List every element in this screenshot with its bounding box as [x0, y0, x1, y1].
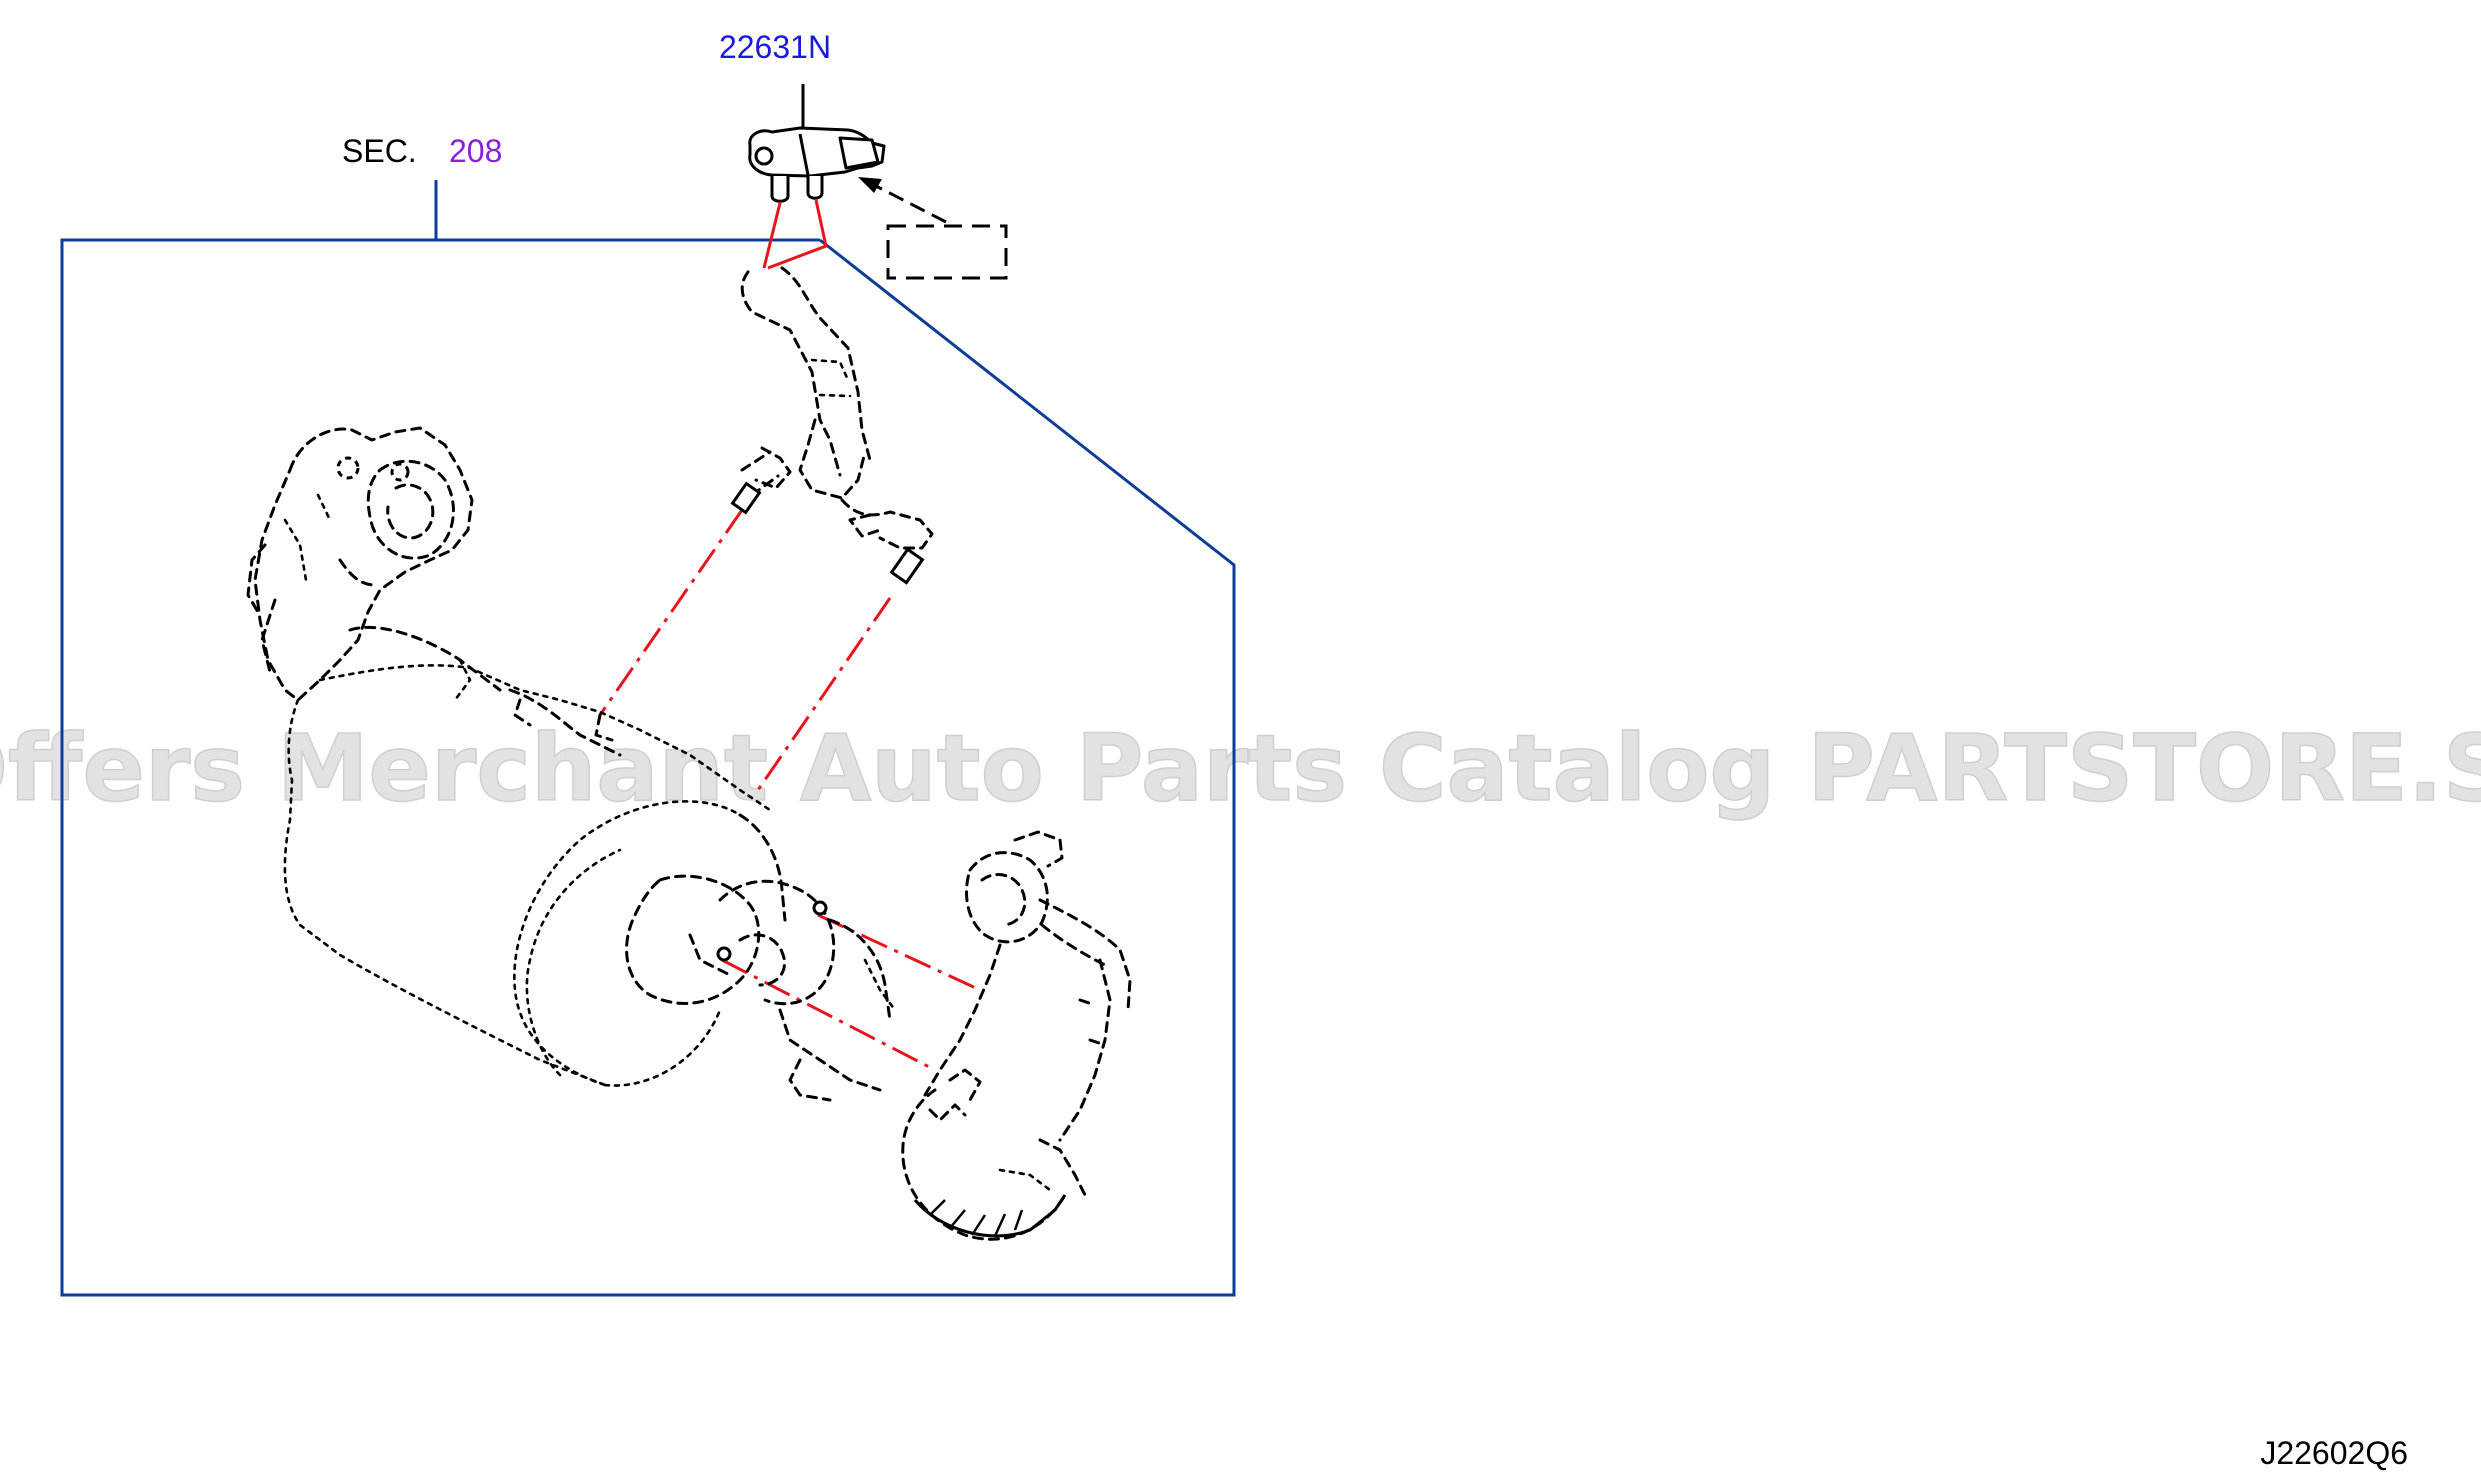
rear-pipe-phantom [901, 830, 1132, 1241]
exhaust-manifold-phantom [246, 426, 474, 702]
catalytic-converter-phantom [283, 625, 787, 1087]
pressure-sensor-part[interactable] [748, 126, 886, 203]
section-number-link[interactable]: 208 [449, 133, 502, 169]
section-frame [60, 180, 1236, 1297]
flange-section-phantom [716, 879, 897, 1102]
reference-arrow [858, 177, 947, 224]
section-reference[interactable]: SEC. 208 [342, 133, 502, 169]
connector-lines [598, 199, 981, 1072]
drawing-id-label: J22602Q6 [2260, 1435, 2408, 1471]
part-number-link[interactable]: 22631N [719, 29, 831, 65]
pressure-tube-assembly [730, 266, 934, 585]
watermark-text: Offers Merchant Auto Parts Catalog PARTS… [0, 715, 2481, 822]
reference-box [886, 224, 1008, 280]
section-prefix-label: SEC. [342, 133, 417, 169]
